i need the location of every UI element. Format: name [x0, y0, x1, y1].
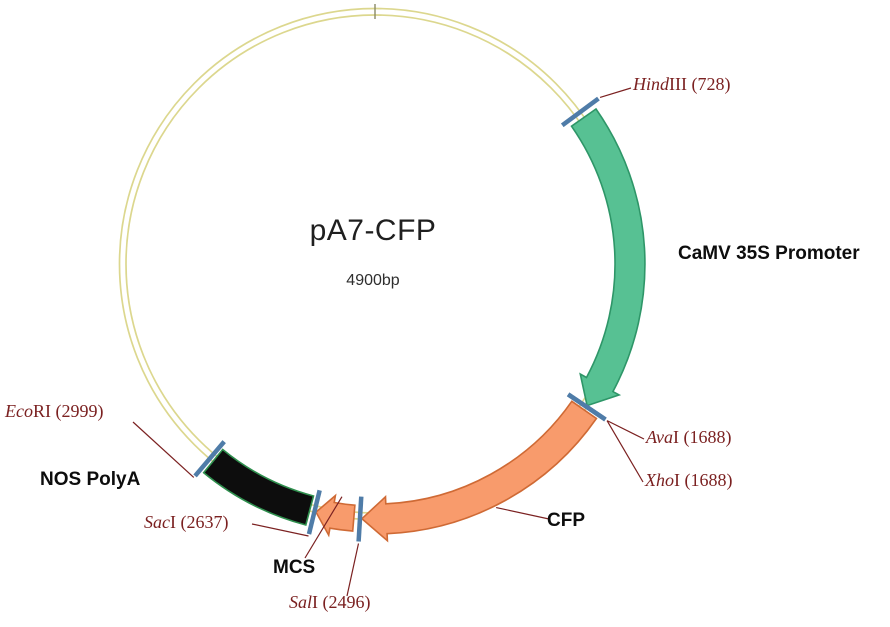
enzyme-name-roman: RI (2999) [32, 401, 104, 421]
site-label-ecori: EcoRI (2999) [5, 401, 103, 422]
feature-callout-line [496, 506, 550, 520]
enzyme-name-roman: I (2496) [312, 592, 371, 612]
feature-shape-nos-polya [202, 448, 315, 526]
enzyme-name-roman: I (2637) [170, 512, 229, 532]
restriction-site-tick [356, 496, 364, 542]
site-callout-line [606, 420, 645, 440]
feature-label-mcs: MCS [273, 557, 316, 578]
plasmid-name: pA7-CFP [309, 214, 437, 247]
feature-label-nos-polya: NOS PolyA [40, 469, 141, 490]
enzyme-name-italic: Sac [144, 512, 170, 532]
site-callout-line [346, 543, 360, 597]
enzyme-name-italic: Ava [646, 427, 673, 447]
plasmid-title-block: pA7-CFP 4900bp [310, 214, 437, 290]
plasmid-size: 4900bp [346, 272, 400, 289]
site-label-hindiii: HindIII (728) [633, 74, 730, 95]
site-callout-line [132, 421, 195, 478]
feature-label-camv-35s-promoter: CaMV 35S Promoter [678, 243, 860, 264]
site-callout-line [606, 420, 644, 483]
site-label-saci: SacI (2637) [144, 512, 228, 533]
enzyme-name-italic: Eco [5, 401, 33, 421]
restriction-site-tick [306, 489, 322, 535]
site-callout-line [599, 87, 632, 98]
restriction-site-tick [566, 392, 607, 422]
feature-shape-camv-35s-promoter [570, 107, 646, 407]
restriction-site-tick [560, 96, 600, 128]
site-label-avai: AvaI (1688) [646, 427, 731, 448]
enzyme-name-italic: Sal [289, 592, 313, 612]
feature-callout-line [304, 496, 343, 559]
feature-label-cfp: CFP [547, 510, 585, 531]
feature-shape-mcs [314, 493, 356, 538]
site-callout-line [251, 523, 309, 537]
enzyme-name-italic: Xho [645, 470, 674, 490]
site-label-sali: SalI (2496) [289, 592, 371, 613]
enzyme-name-italic: Hind [633, 74, 669, 94]
restriction-site-tick [193, 440, 226, 478]
enzyme-name-roman: III (728) [669, 74, 731, 94]
site-label-xhoi: XhoI (1688) [645, 470, 732, 491]
enzyme-name-roman: I (1688) [674, 470, 733, 490]
enzyme-name-roman: I (1688) [673, 427, 732, 447]
